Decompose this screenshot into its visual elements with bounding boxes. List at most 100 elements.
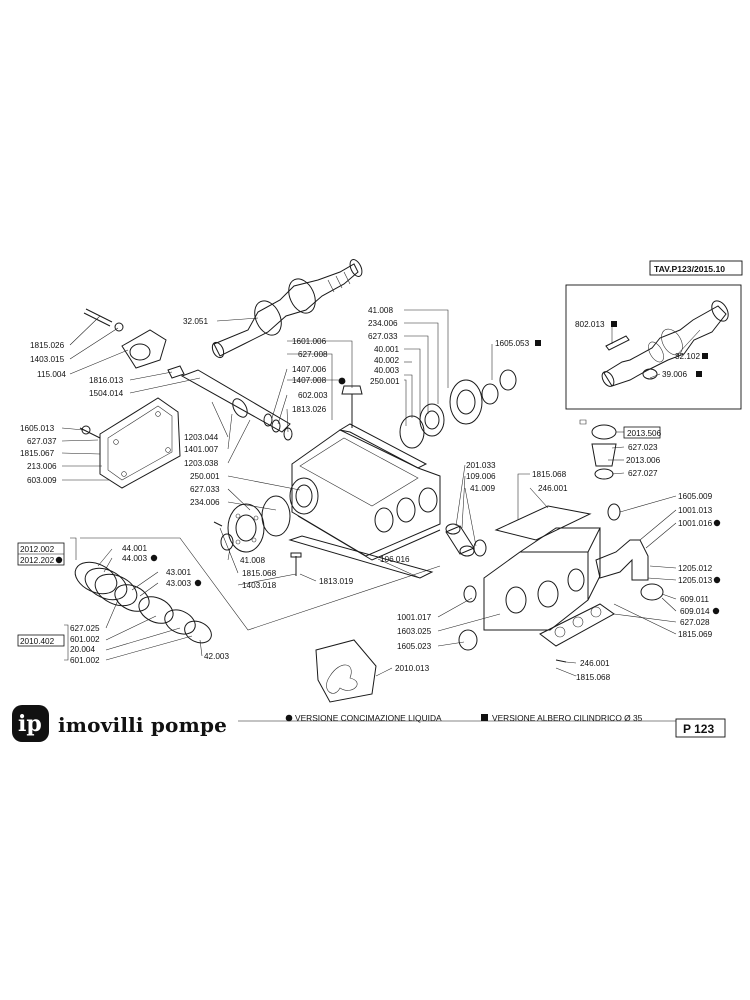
part-label: 627.025 [70, 624, 100, 633]
part-label: 40.003 [374, 366, 399, 375]
square-marker [696, 371, 702, 377]
part-labels: 32.051 1815.026 1403.015 115.004 1816.01… [20, 306, 721, 682]
brand-logo: ip [12, 705, 49, 742]
part-label: 234.006 [368, 319, 398, 328]
part-label: 2010.013 [395, 664, 430, 673]
part-label: 2013.006 [626, 456, 661, 465]
part-label: 627.027 [628, 469, 658, 478]
part-label: 1603.025 [397, 627, 432, 636]
part-label: 802.013 [575, 320, 605, 329]
base-rail [288, 535, 434, 579]
part-label: 201.033 [466, 461, 496, 470]
side-cover [79, 397, 181, 489]
part-label: 1203.038 [184, 459, 219, 468]
circle-marker [338, 377, 346, 385]
kit-code-box [623, 426, 661, 439]
rear-cover [213, 495, 291, 553]
part-label: 41.008 [240, 556, 265, 565]
part-label: 627.037 [27, 437, 57, 446]
circle-marker [55, 556, 63, 564]
page-code: P 123 [683, 722, 714, 736]
part-label: 2012.202 [20, 556, 55, 565]
part-label: 1205.012 [678, 564, 713, 573]
part-label: 1813.019 [319, 577, 354, 586]
piston-seal-group [74, 561, 212, 644]
part-label: 41.008 [368, 306, 393, 315]
part-label: 1001.017 [397, 613, 432, 622]
crankcase [289, 385, 441, 561]
square-marker [702, 353, 708, 359]
part-label: 106.016 [380, 555, 410, 564]
square-marker [611, 321, 617, 327]
part-label: 41.009 [470, 484, 495, 493]
part-label: 115.004 [37, 370, 66, 379]
part-label: 627.008 [298, 350, 328, 359]
part-label: 234.006 [190, 498, 220, 507]
part-label: 1815.068 [532, 470, 567, 479]
part-label: 627.033 [190, 485, 220, 494]
part-label: 43.001 [166, 568, 191, 577]
legend-square-text: VERSIONE ALBERO CILINDRICO Ø 35 [492, 713, 643, 723]
bearing-set [399, 369, 517, 449]
part-label: 609.014 [680, 607, 710, 616]
part-label: 1203.044 [184, 433, 219, 442]
part-label: 2012.002 [20, 545, 55, 554]
part-label: 602.003 [298, 391, 328, 400]
part-label: 1815.067 [20, 449, 55, 458]
part-label: 43.003 [166, 579, 191, 588]
part-label: 1601.006 [292, 337, 327, 346]
connecting-rod [83, 308, 185, 379]
part-label: 601.002 [70, 656, 100, 665]
part-label: 246.001 [538, 484, 568, 493]
part-label: 1407.006 [292, 365, 327, 374]
part-label: 1001.016 [678, 519, 713, 528]
part-label: 1816.013 [89, 376, 124, 385]
legend-square-marker [481, 714, 488, 721]
part-label: 2010.402 [20, 637, 55, 646]
part-label: 1403.018 [242, 581, 277, 590]
part-label: 1605.013 [20, 424, 55, 433]
part-label: 20.004 [70, 645, 95, 654]
membrane-kit [315, 639, 377, 703]
part-label: 1504.014 [89, 389, 124, 398]
part-label: 1407.008 [292, 376, 327, 385]
part-label: 109.006 [466, 472, 496, 481]
logo-letters: ip [18, 711, 42, 737]
circle-marker [712, 607, 720, 615]
pressure-accumulator [579, 419, 617, 480]
part-label: 1815.068 [242, 569, 277, 578]
part-label: 32.102 [675, 352, 700, 361]
part-label: 213.006 [27, 462, 57, 471]
part-label: 40.001 [374, 345, 399, 354]
part-label: 250.001 [190, 472, 220, 481]
part-label: 1605.053 [495, 339, 530, 348]
kit-bracket [17, 537, 441, 661]
part-label: 1815.068 [576, 673, 611, 682]
legend-circle-text: VERSIONE CONCIMAZIONE LIQUIDA [295, 713, 442, 723]
part-label: 1205.013 [678, 576, 713, 585]
part-label: 1813.026 [292, 405, 327, 414]
legend-circle-marker [285, 714, 293, 722]
part-label: 1401.007 [184, 445, 219, 454]
part-label: 250.001 [370, 377, 400, 386]
part-label: 32.051 [183, 317, 208, 326]
pump-head [458, 503, 664, 663]
part-label: 1815.069 [678, 630, 713, 639]
brand-name: imovilli pompe [58, 713, 227, 737]
part-label: 601.002 [70, 635, 100, 644]
part-label: 44.003 [122, 554, 147, 563]
part-label: 1605.023 [397, 642, 432, 651]
circle-marker [713, 576, 721, 584]
circle-marker [194, 579, 202, 587]
piston-guide [180, 369, 293, 441]
part-label: 1815.026 [30, 341, 65, 350]
part-label: 42.003 [204, 652, 229, 661]
circle-marker [150, 554, 158, 562]
crankshaft [211, 259, 363, 359]
part-label: 2013.506 [627, 429, 662, 438]
part-label: 627.033 [368, 332, 398, 341]
part-label: 1403.015 [30, 355, 65, 364]
seal-sleeve [445, 523, 487, 557]
part-label: 44.001 [122, 544, 147, 553]
